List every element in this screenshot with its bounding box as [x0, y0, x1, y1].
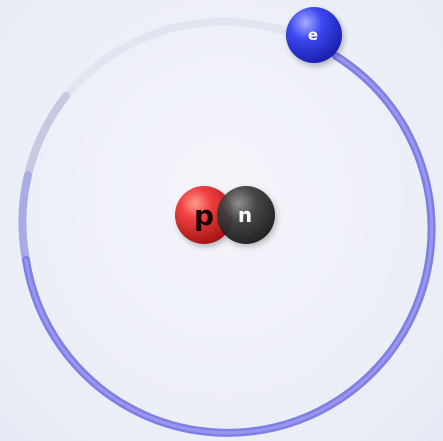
neutron-label: n — [238, 203, 252, 227]
orbit-path-highlight — [26, 56, 432, 433]
proton-label: p — [194, 199, 214, 232]
electron-label: e — [308, 26, 318, 44]
orbit-path-faded — [66, 22, 312, 96]
nucleus — [175, 186, 275, 244]
orbit-path-fade-low — [22, 175, 28, 260]
orbit-path-fade-mid — [28, 96, 66, 175]
